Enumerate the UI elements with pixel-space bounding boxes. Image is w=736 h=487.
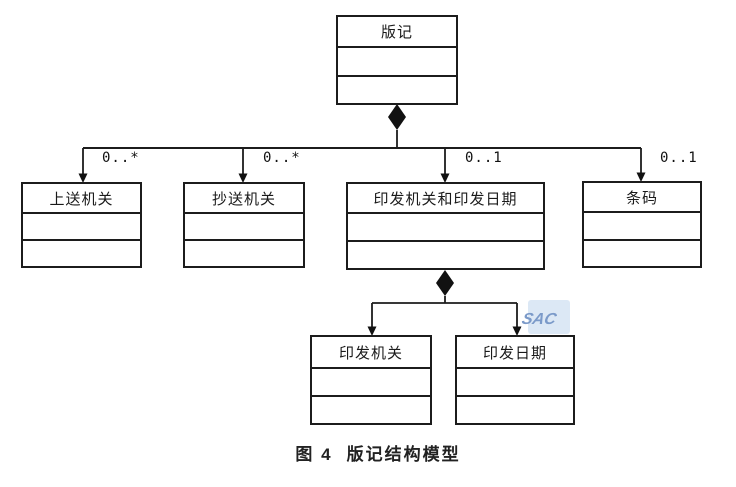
class-box-root: 版记 [336, 15, 458, 105]
class-attributes-compartment [185, 212, 303, 239]
class-operations-compartment [584, 238, 700, 267]
class-attributes-compartment [23, 212, 140, 239]
class-box-sub2: 印发日期 [455, 335, 575, 425]
class-title-child2: 抄送机关 [211, 190, 276, 208]
class-operations-compartment [348, 240, 543, 268]
sac-watermark-text: SAC [520, 311, 559, 328]
class-operations-compartment [23, 239, 140, 266]
figure-caption-title: 版记结构模型 [346, 445, 461, 464]
class-attributes-compartment [584, 211, 700, 239]
class-attributes-compartment [338, 46, 456, 75]
composition-diamond-root [388, 104, 406, 130]
class-title-child4: 条码 [625, 189, 658, 207]
multiplicity-label-child3: 0..1 [465, 150, 503, 166]
class-box-child2: 抄送机关 [183, 182, 305, 268]
sac-watermark: SAC [520, 300, 570, 334]
composition-diamond-child3 [436, 270, 454, 296]
class-box-child4: 条码 [582, 181, 702, 268]
multiplicity-label-child4: 0..1 [660, 150, 698, 166]
class-title-sub1: 印发机关 [338, 344, 403, 362]
class-operations-compartment [338, 74, 456, 104]
class-attributes-compartment [348, 212, 543, 240]
class-box-child3: 印发机关和印发日期 [346, 182, 545, 270]
class-box-child1: 上送机关 [21, 182, 142, 268]
figure-caption-number: 图 4 [295, 445, 333, 464]
class-attributes-compartment [457, 367, 573, 395]
class-title-child3: 印发机关和印发日期 [373, 190, 518, 208]
class-attributes-compartment [312, 367, 430, 395]
class-title-root: 版记 [380, 24, 413, 41]
class-title-child1: 上送机关 [49, 190, 114, 208]
class-operations-compartment [185, 239, 303, 266]
class-operations-compartment [312, 395, 430, 423]
class-title-sub2: 印发日期 [482, 344, 547, 362]
multiplicity-label-child1: 0..* [102, 150, 140, 166]
figure-caption: 图 4 版记结构模型 [0, 440, 736, 465]
multiplicity-label-child2: 0..* [263, 150, 301, 166]
class-operations-compartment [457, 395, 573, 423]
class-box-sub1: 印发机关 [310, 335, 432, 425]
